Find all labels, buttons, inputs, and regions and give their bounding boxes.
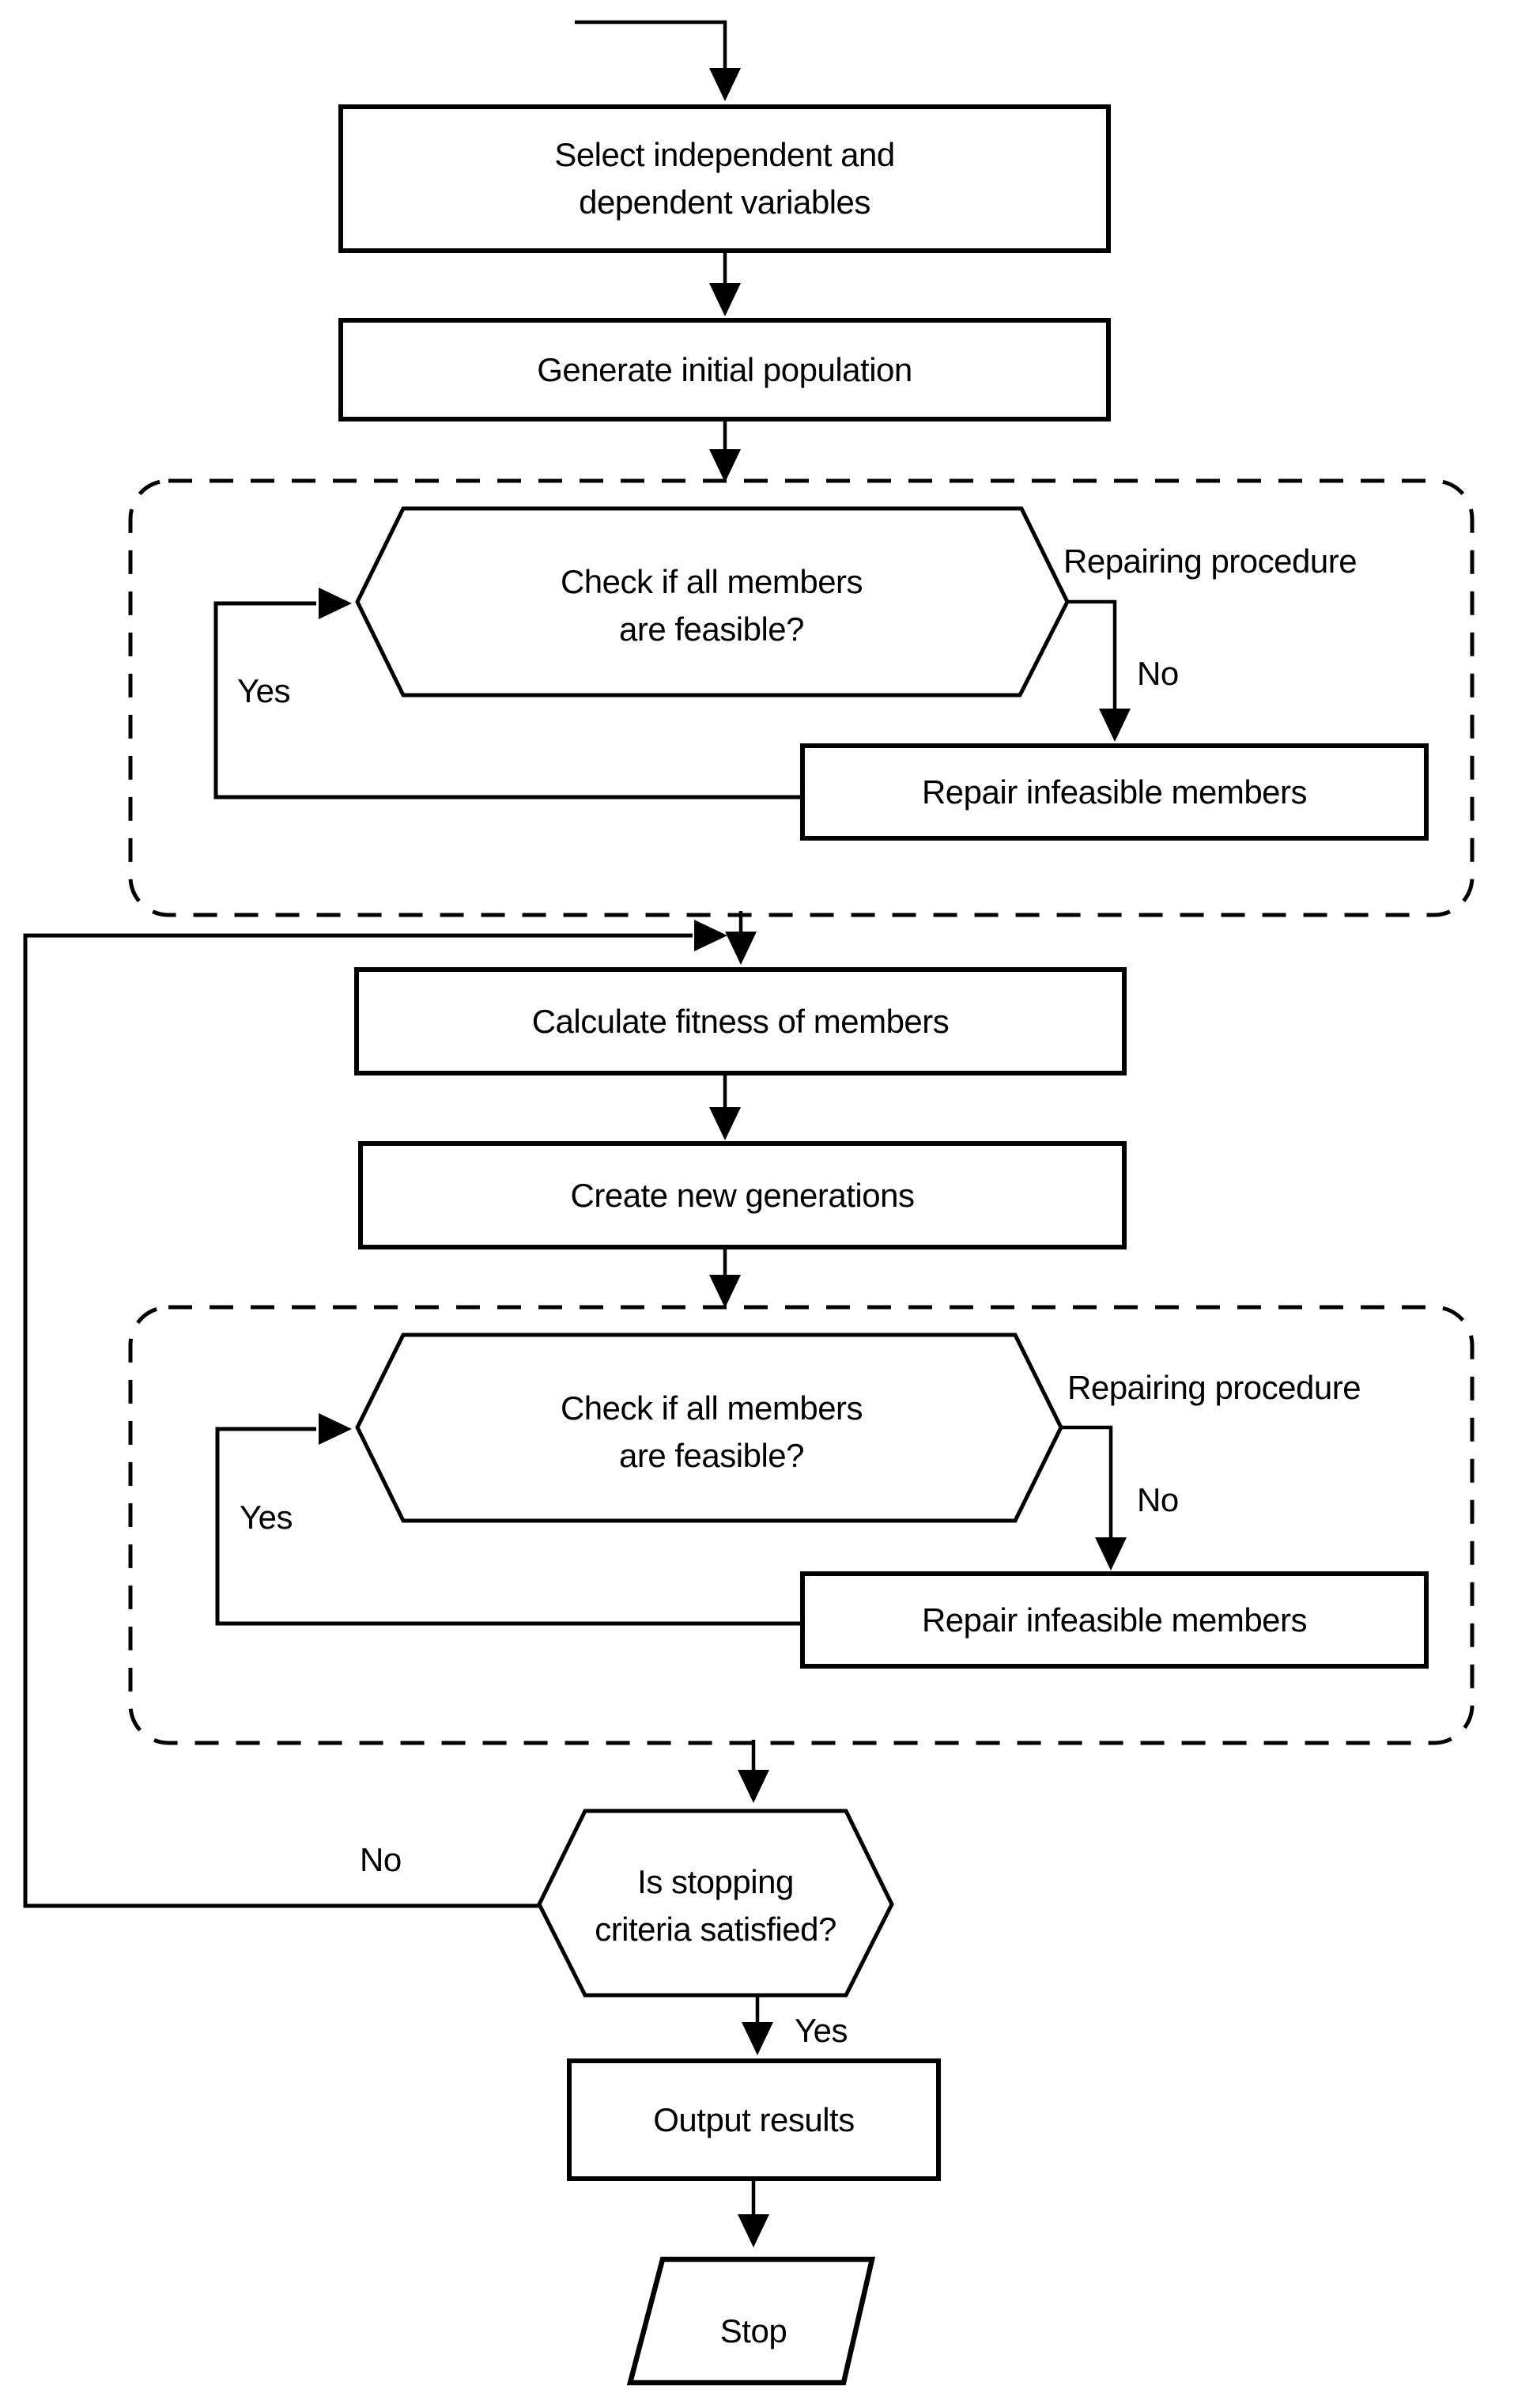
hexagon-stopping-criteria	[537, 1809, 894, 1998]
node-repair-members-1-label: Repair infeasible members	[921, 773, 1308, 811]
node-check-feasible-2-label: Check if all members are feasible?	[560, 1389, 863, 1474]
edge-label-yes-2: Yes	[240, 1499, 293, 1536]
edge-label-no-stopping: No	[360, 1841, 402, 1878]
connector-no-stopping-loop	[23, 933, 693, 1908]
connector-no-1	[1067, 599, 1117, 710]
connector-no-2	[1061, 1425, 1113, 1539]
arrowhead-create-container2	[709, 1275, 741, 1308]
node-calculate-fitness-label: Calculate fitness of members	[531, 1002, 950, 1040]
container-title-repairing-2: Repairing procedure	[1067, 1369, 1361, 1406]
node-create-generations-label: Create new generations	[570, 1176, 915, 1214]
node-select-variables: Select independent and dependent variabl…	[338, 104, 1111, 253]
edge-label-yes-stopping: Yes	[795, 2012, 848, 2049]
container-title-repairing-1: Repairing procedure	[1063, 542, 1358, 580]
dashed-container-repairing-1	[128, 478, 1475, 917]
node-repair-members-1: Repair infeasible members	[800, 743, 1429, 841]
arrowhead-container1-calculate	[725, 932, 757, 965]
arrowhead-select-generate	[709, 283, 741, 316]
arrowhead-no-1	[1099, 709, 1131, 742]
node-calculate-fitness: Calculate fitness of members	[354, 967, 1127, 1075]
node-select-variables-label: Select independent and dependent variabl…	[554, 136, 895, 221]
arrowhead-calculate-create	[709, 1107, 741, 1140]
node-check-feasible-1-label: Check if all members are feasible?	[560, 562, 863, 648]
node-stop-label: Stop	[719, 2312, 787, 2349]
node-repair-members-2: Repair infeasible members	[800, 1571, 1429, 1669]
arrowhead-yes-stopping	[742, 2022, 773, 2055]
arrowhead-generate-container1	[709, 449, 741, 482]
node-output-results: Output results	[567, 2058, 941, 2181]
arrowhead-container2-stopping	[738, 1770, 769, 1803]
start-connector	[575, 20, 727, 70]
connector-repair-loop-2	[215, 1427, 800, 1626]
node-repair-members-2-label: Repair infeasible members	[921, 1601, 1308, 1639]
arrowhead-no-stopping-loop	[694, 920, 727, 951]
edge-label-no-2: No	[1137, 1481, 1179, 1518]
node-stopping-criteria-label: Is stopping criteria satisfied?	[595, 1863, 836, 1948]
connector-repair-loop-1	[213, 601, 800, 800]
dashed-container-repairing-2	[128, 1305, 1475, 1745]
node-output-results-label: Output results	[653, 2100, 855, 2138]
node-generate-population-label: Generate initial population	[537, 350, 912, 388]
parallelogram-stop	[626, 2256, 876, 2386]
node-create-generations: Create new generations	[358, 1141, 1127, 1249]
node-generate-population: Generate initial population	[338, 318, 1111, 421]
edge-label-no-1: No	[1137, 655, 1179, 692]
arrowhead-repair-loop-2	[319, 1413, 352, 1445]
arrowhead-output-stop	[738, 2214, 769, 2247]
arrowhead-no-2	[1095, 1537, 1127, 1571]
arrowhead-start	[709, 68, 741, 101]
edge-label-yes-1: Yes	[237, 672, 291, 709]
arrowhead-repair-loop-1	[319, 588, 352, 619]
